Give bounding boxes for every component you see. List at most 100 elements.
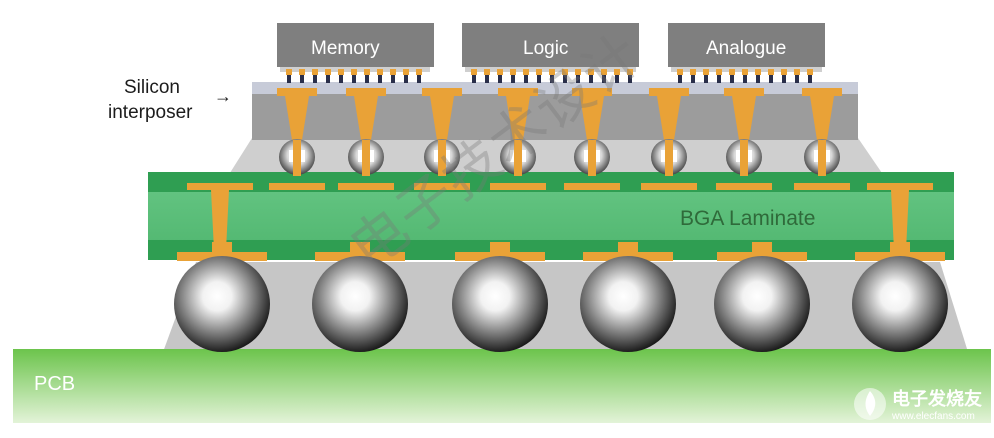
tsv-top-pad bbox=[277, 88, 317, 96]
micro-bump bbox=[756, 75, 760, 83]
c4-bump-row bbox=[269, 139, 850, 190]
laminate-bottom-layer bbox=[148, 240, 954, 260]
micro-bump-pad bbox=[614, 69, 620, 75]
laminate-bottom-via bbox=[350, 242, 370, 252]
tsv-top-pad bbox=[498, 88, 538, 96]
micro-bump-pad bbox=[627, 69, 633, 75]
chip-label-logic: Logic bbox=[523, 38, 569, 59]
logo-text: 电子发烧友 bbox=[892, 389, 982, 410]
elecfans-logo: 电子发烧友 www.elecfans.com bbox=[852, 383, 982, 429]
laminate-top-pad bbox=[338, 183, 394, 190]
micro-bump bbox=[326, 75, 330, 83]
laminate-top-pad bbox=[794, 183, 850, 190]
chip-label-analogue: Analogue bbox=[706, 38, 787, 59]
laminate-top-pad bbox=[564, 183, 620, 190]
arrow-right-icon: → bbox=[214, 86, 232, 106]
laminate-via bbox=[211, 190, 229, 250]
tsv-top-pad bbox=[422, 88, 462, 96]
silicon-interposer bbox=[252, 92, 858, 140]
bga-ball bbox=[452, 256, 548, 352]
tsv bbox=[354, 96, 378, 140]
micro-bump-pad bbox=[403, 69, 409, 75]
micro-bump bbox=[563, 75, 567, 83]
laminate-top-pad bbox=[867, 183, 933, 190]
c4-via bbox=[514, 140, 522, 176]
micro-bump bbox=[628, 75, 632, 83]
micro-bump-pad bbox=[497, 69, 503, 75]
micro-bump bbox=[352, 75, 356, 83]
micro-bump bbox=[287, 75, 291, 83]
micro-bump bbox=[404, 75, 408, 83]
c4-via bbox=[818, 140, 826, 176]
tsv bbox=[580, 96, 604, 140]
micro-bump-pad bbox=[325, 69, 331, 75]
interposer-top-film bbox=[252, 82, 858, 94]
laminate-top-pad bbox=[490, 183, 546, 190]
micro-bump bbox=[524, 75, 528, 83]
micro-bump bbox=[678, 75, 682, 83]
tsv bbox=[430, 96, 454, 140]
laminate-bottom-via bbox=[752, 242, 772, 252]
micro-bump bbox=[472, 75, 476, 83]
bga-ball bbox=[312, 256, 408, 352]
micro-bump-pad bbox=[742, 69, 748, 75]
micro-bump bbox=[615, 75, 619, 83]
c4-via bbox=[293, 140, 301, 176]
micro-bump-pad bbox=[794, 69, 800, 75]
bga-ball bbox=[580, 256, 676, 352]
pcb-board bbox=[13, 349, 991, 423]
micro-bump-pad bbox=[588, 69, 594, 75]
laminate-top-pad bbox=[641, 183, 697, 190]
bga-ball-row bbox=[174, 256, 948, 352]
micro-bump-pad bbox=[562, 69, 568, 75]
micro-bump bbox=[485, 75, 489, 83]
c4-via bbox=[665, 140, 673, 176]
micro-bump-pad bbox=[286, 69, 292, 75]
pcb-label: PCB bbox=[34, 373, 76, 395]
micro-bump-pad bbox=[768, 69, 774, 75]
micro-bump bbox=[550, 75, 554, 83]
micro-bump-pad bbox=[338, 69, 344, 75]
micro-bump-pad bbox=[364, 69, 370, 75]
micro-bump-pad bbox=[377, 69, 383, 75]
chip-memory bbox=[277, 23, 434, 67]
micro-bump bbox=[339, 75, 343, 83]
micro-bump-pad bbox=[299, 69, 305, 75]
micro-bump-pad bbox=[703, 69, 709, 75]
micro-bump bbox=[537, 75, 541, 83]
c4-via bbox=[588, 140, 596, 176]
c4-via bbox=[362, 140, 370, 176]
micro-bump bbox=[313, 75, 317, 83]
micro-bump-pad bbox=[390, 69, 396, 75]
bga-ball bbox=[174, 256, 270, 352]
laminate-top-pad bbox=[187, 183, 253, 190]
micro-bump bbox=[808, 75, 812, 83]
micro-bump-pad bbox=[351, 69, 357, 75]
tsv bbox=[285, 96, 309, 140]
micro-bump bbox=[704, 75, 708, 83]
micro-bump-pad bbox=[523, 69, 529, 75]
tsv-top-pad bbox=[572, 88, 612, 96]
micro-bump-pad bbox=[575, 69, 581, 75]
micro-bump-pad bbox=[312, 69, 318, 75]
bga-ball bbox=[714, 256, 810, 352]
laminate-top-pad bbox=[269, 183, 325, 190]
interposer-label-line1: Silicon bbox=[124, 77, 180, 98]
logo-url: www.elecfans.com bbox=[892, 411, 975, 422]
board-underfill bbox=[163, 262, 968, 352]
micro-bump bbox=[730, 75, 734, 83]
micro-bump-pad bbox=[729, 69, 735, 75]
micro-bump-pad bbox=[549, 69, 555, 75]
chip-label-memory: Memory bbox=[311, 38, 380, 59]
tsv-top-pad bbox=[346, 88, 386, 96]
tsv bbox=[657, 96, 681, 140]
micro-bump bbox=[391, 75, 395, 83]
micro-bump bbox=[602, 75, 606, 83]
interposer-label-line2: interposer bbox=[108, 102, 193, 123]
tsv-top-pad bbox=[802, 88, 842, 96]
logo-mark-icon bbox=[854, 388, 886, 420]
micro-bump bbox=[417, 75, 421, 83]
micro-bump bbox=[365, 75, 369, 83]
